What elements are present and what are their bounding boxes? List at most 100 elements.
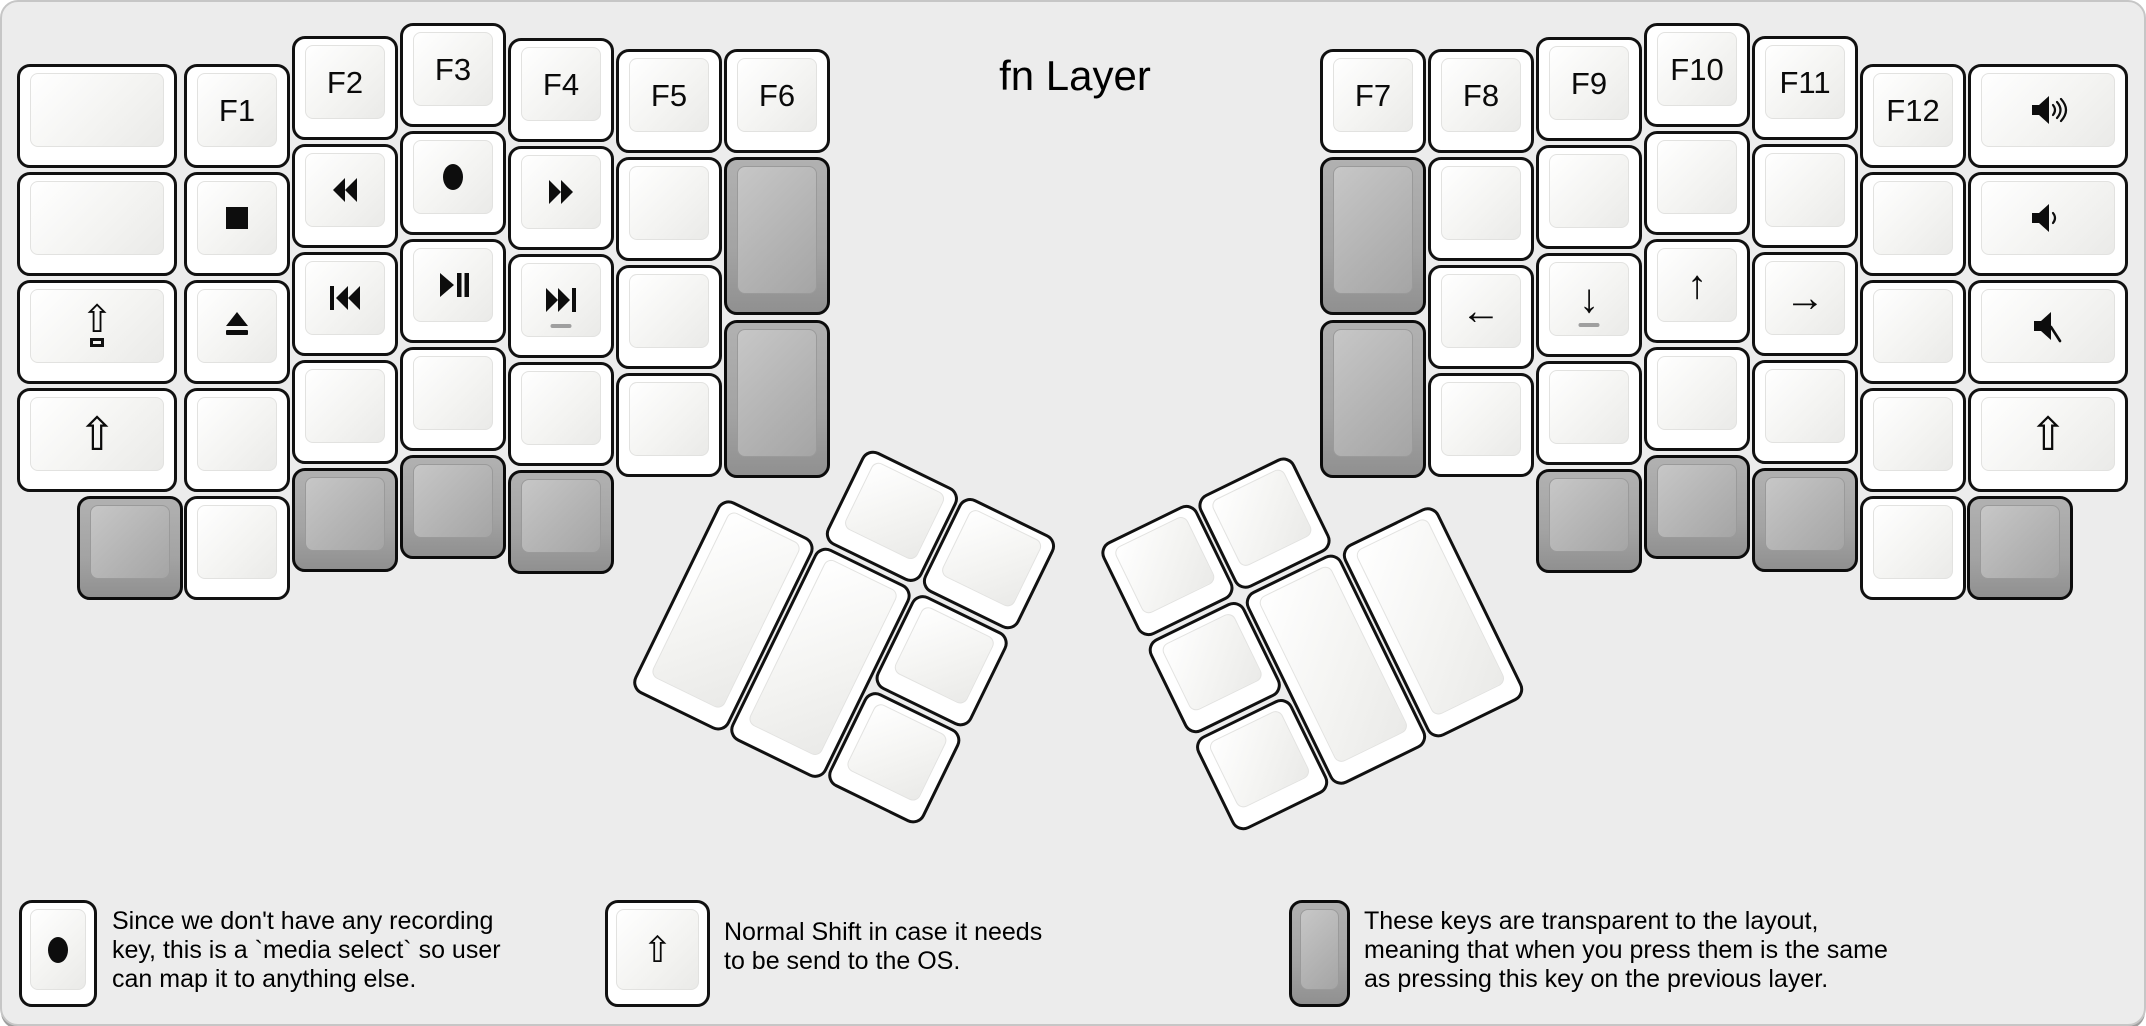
keytop-surface — [30, 181, 164, 255]
key-shift[interactable]: ⇧ — [17, 388, 177, 492]
key-rewind[interactable] — [292, 144, 398, 248]
key-arrow-right[interactable]: → — [1752, 252, 1858, 356]
key-blank[interactable] — [292, 360, 398, 464]
keytop-surface — [413, 32, 493, 106]
eject-icon — [226, 312, 248, 335]
key-f11[interactable]: F11 — [1752, 36, 1858, 140]
key-play-pause[interactable] — [400, 239, 506, 343]
key-blank[interactable] — [1860, 172, 1966, 276]
key-stop[interactable] — [184, 172, 290, 276]
key-icon-holder — [1981, 181, 2115, 255]
key-eject[interactable] — [184, 280, 290, 384]
volume-down-icon — [2032, 204, 2057, 232]
key-prev-track[interactable] — [292, 252, 398, 356]
key-f4[interactable]: F4 — [508, 38, 614, 142]
stop-icon — [226, 207, 248, 229]
key-transparent[interactable] — [724, 320, 830, 478]
keytop-surface — [521, 371, 601, 445]
keytop-surface — [939, 507, 1044, 610]
key-blank[interactable] — [1860, 496, 1966, 600]
keytop-surface — [1765, 477, 1845, 551]
legend-text-line: meaning that when you press them is the … — [1364, 936, 1888, 964]
key-blank[interactable] — [17, 172, 177, 276]
key-blank[interactable] — [616, 157, 722, 261]
key-blank[interactable] — [1428, 157, 1534, 261]
key-f12[interactable]: F12 — [1860, 64, 1966, 168]
key-blank[interactable] — [616, 373, 722, 477]
keytop-surface — [1657, 464, 1737, 538]
key-transparent[interactable] — [724, 157, 830, 315]
key-blank[interactable] — [1860, 388, 1966, 492]
keytop-surface — [1209, 466, 1315, 569]
key-f10[interactable]: F10 — [1644, 23, 1750, 127]
keytop-surface — [1873, 397, 1953, 471]
key-f1[interactable]: F1 — [184, 64, 290, 168]
key-blank[interactable] — [1536, 145, 1642, 249]
key-f5[interactable]: F5 — [616, 49, 722, 153]
keytop-surface — [737, 58, 817, 132]
keytop-surface — [197, 397, 277, 471]
key-transparent[interactable] — [508, 470, 614, 574]
key-blank[interactable] — [184, 496, 290, 600]
key-blank[interactable] — [1860, 280, 1966, 384]
key-volume-up[interactable] — [1968, 64, 2128, 168]
key-f3[interactable]: F3 — [400, 23, 506, 127]
legend-key-shift: ⇧ — [605, 900, 710, 1007]
keytop-surface — [521, 479, 601, 553]
key-arrow-up[interactable]: ↑ — [1644, 239, 1750, 343]
key-blank[interactable] — [1752, 360, 1858, 464]
key-blank[interactable] — [1536, 361, 1642, 465]
key-f6[interactable]: F6 — [724, 49, 830, 153]
key-volume-down[interactable] — [1968, 172, 2128, 276]
legend-text-line: These keys are transparent to the layout… — [1364, 907, 1819, 935]
keytop-surface — [1207, 708, 1312, 811]
key-blank[interactable] — [508, 362, 614, 466]
key-transparent[interactable] — [292, 468, 398, 572]
key-transparent[interactable] — [400, 455, 506, 559]
key-arrow-down[interactable]: ↓ — [1536, 253, 1642, 357]
key-icon-holder: ⇧ — [30, 289, 164, 363]
key-f7[interactable]: F7 — [1320, 49, 1426, 153]
key-next-track[interactable] — [508, 254, 614, 358]
keytop-surface — [1333, 329, 1413, 457]
key-label: F4 — [542, 66, 580, 102]
key-f8[interactable]: F8 — [1428, 49, 1534, 153]
key-transparent[interactable] — [1320, 157, 1426, 315]
arrow-left-icon: ← — [1461, 289, 1501, 333]
key-label: F5 — [650, 77, 688, 113]
legend-text-line: as pressing this key on the previous lay… — [1364, 965, 1829, 993]
key-transparent[interactable] — [1752, 468, 1858, 572]
key-f2[interactable]: F2 — [292, 36, 398, 140]
key-arrow-left[interactable]: ← — [1428, 265, 1534, 369]
key-fast-forward[interactable] — [508, 146, 614, 250]
key-blank[interactable] — [1644, 131, 1750, 235]
key-blank[interactable] — [184, 388, 290, 492]
keytop-surface — [1300, 909, 1339, 990]
key-mute[interactable] — [1968, 280, 2128, 384]
key-blank[interactable] — [1428, 373, 1534, 477]
key-transparent[interactable] — [1967, 496, 2073, 600]
arrow-right-icon: → — [1785, 276, 1825, 320]
key-icon-holder — [413, 248, 493, 322]
key-transparent[interactable] — [1320, 320, 1426, 478]
legend-key-transparent — [1289, 900, 1350, 1007]
key-icon-holder — [305, 261, 385, 335]
keytop-surface — [737, 329, 817, 457]
key-blank[interactable] — [400, 347, 506, 451]
key-blank[interactable] — [1752, 144, 1858, 248]
key-record[interactable] — [400, 131, 506, 235]
homing-bar — [550, 324, 572, 328]
key-shift[interactable]: ⇧ — [1968, 388, 2128, 492]
keytop-surface — [1980, 505, 2060, 579]
layer-title: fn Layer — [999, 52, 1151, 99]
key-blank[interactable] — [616, 265, 722, 369]
key-label: F9 — [1570, 65, 1608, 101]
key-transparent[interactable] — [77, 496, 183, 600]
key-f9[interactable]: F9 — [1536, 37, 1642, 141]
key-blank[interactable] — [1644, 347, 1750, 451]
key-transparent[interactable] — [1536, 469, 1642, 573]
key-caps-lock[interactable]: ⇧ — [17, 280, 177, 384]
key-transparent[interactable] — [1644, 455, 1750, 559]
key-blank[interactable] — [17, 64, 177, 168]
